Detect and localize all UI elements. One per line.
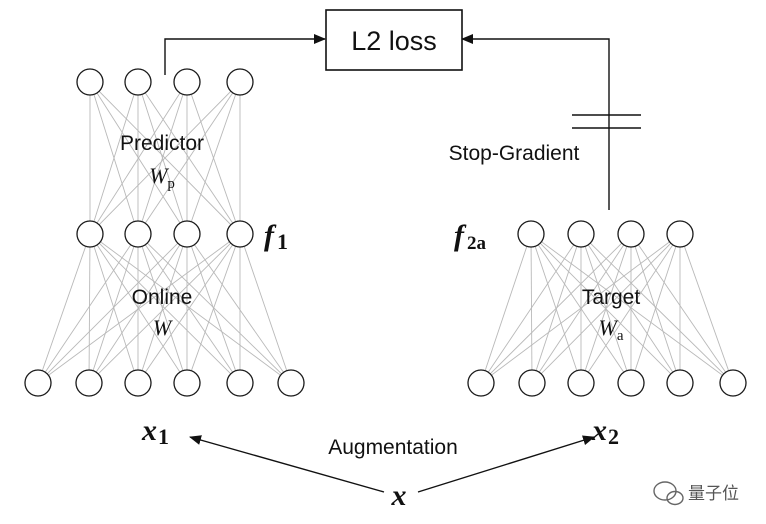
target-input-neuron (518, 369, 546, 397)
augmentation-arrow-left (189, 435, 385, 493)
watermark: 量子位 (653, 481, 739, 506)
online-connection (89, 233, 292, 384)
predictor-connection (137, 81, 241, 235)
wechat-icon (653, 481, 684, 506)
l2-loss-box (325, 9, 463, 71)
target-input-neuron (467, 369, 495, 397)
left-network-neurons (24, 68, 305, 397)
right-network-connections (480, 233, 734, 384)
online-connection (137, 233, 188, 384)
predictor-output-neuron (76, 68, 104, 96)
input-x2-label: x2 (591, 414, 619, 449)
predictor-connection (186, 81, 241, 235)
watermark-text: 量子位 (688, 484, 739, 504)
target-feature-neuron (517, 220, 545, 248)
augmentation-arrow-right (417, 435, 595, 493)
predictor-to-loss-arrow (164, 34, 326, 75)
target-feature-neuron (567, 220, 595, 248)
target-to-loss-arrow (461, 34, 610, 210)
online-input-neuron (124, 369, 152, 397)
online-input-neuron (277, 369, 305, 397)
target-connection (480, 233, 532, 384)
online-input-neuron (173, 369, 201, 397)
predictor-connection (89, 81, 188, 235)
online-input-neuron (24, 369, 52, 397)
online-connection (88, 233, 241, 384)
online-label: Online (132, 286, 193, 309)
predictor-connection (137, 81, 188, 235)
online-connection (137, 233, 241, 384)
online-connection (137, 233, 292, 384)
online-connection (37, 233, 188, 384)
predictor-weight-label: Wp (149, 163, 175, 192)
target-connection (480, 233, 582, 384)
input-x1-label: x1 (141, 414, 169, 449)
source-x-label: x (391, 479, 407, 512)
target-input-neuron (567, 369, 595, 397)
target-label: Target (582, 286, 641, 309)
predictor-label: Predictor (120, 132, 204, 155)
online-connection (186, 233, 292, 384)
online-weight-label: W (153, 315, 173, 340)
predictor-connection (89, 81, 139, 235)
online-connection (186, 233, 241, 384)
stop-gradient-label: Stop-Gradient (449, 142, 580, 165)
online-connection (88, 233, 139, 384)
left-network-connections (37, 81, 292, 384)
online-connection (88, 233, 91, 384)
online-connection (37, 233, 241, 384)
target-weight-label: Wa (599, 315, 624, 344)
predictor-output-neuron (173, 68, 201, 96)
predictor-output-neuron (124, 68, 152, 96)
online-feature-neuron (226, 220, 254, 248)
target-connection (679, 233, 734, 384)
online-connection (89, 233, 139, 384)
online-connection (37, 233, 91, 384)
l2-loss-label: L2 loss (351, 26, 437, 56)
target-connection (531, 233, 632, 384)
target-connection (531, 233, 681, 384)
online-input-neuron (75, 369, 103, 397)
online-feature-neuron (76, 220, 104, 248)
online-input-neuron (226, 369, 254, 397)
target-feature-neuron (666, 220, 694, 248)
target-connection (630, 233, 734, 384)
online-connection (37, 233, 139, 384)
augmentation-label: Augmentation (328, 436, 458, 459)
target-input-neuron (719, 369, 747, 397)
target-input-neuron (617, 369, 645, 397)
online-connection (88, 233, 188, 384)
target-connection (480, 233, 681, 384)
target-connection (630, 233, 681, 384)
online-feature-neuron (124, 220, 152, 248)
predictor-output-neuron (226, 68, 254, 96)
online-feature-neuron (173, 220, 201, 248)
target-input-neuron (666, 369, 694, 397)
target-feature-neuron (617, 220, 645, 248)
online-connection (239, 233, 292, 384)
predictor-connection (89, 81, 241, 235)
right-network-neurons (467, 220, 747, 397)
target-connection (580, 233, 681, 384)
target-connection (480, 233, 632, 384)
